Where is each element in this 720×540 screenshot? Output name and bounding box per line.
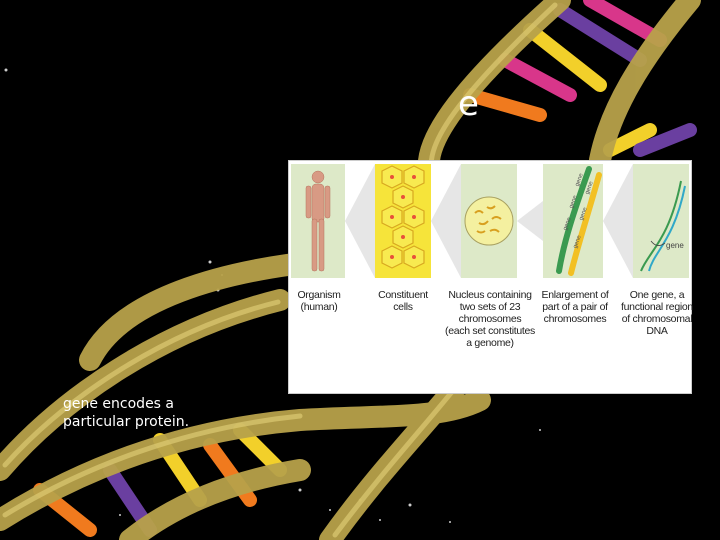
chromosome-gene-label: gene bbox=[572, 234, 583, 250]
organism-to-gene-figure: gene gene gene gene gene gene gene Organ… bbox=[288, 160, 693, 394]
slide-caption: gene encodes a particular protein. bbox=[63, 395, 189, 431]
chromosome-gene-label: gene bbox=[578, 206, 589, 222]
gene-label: gene bbox=[666, 241, 684, 250]
figure-panels-art bbox=[291, 164, 689, 278]
chromosome-gene-label: gene bbox=[584, 180, 595, 196]
chromosome-pair bbox=[556, 166, 602, 276]
nucleus-circle bbox=[464, 196, 514, 246]
panel-caption-gene: One gene, a functional region of chromos… bbox=[621, 289, 693, 337]
slide-title-fragment: e bbox=[458, 84, 479, 124]
chromosome-gene-label: gene bbox=[562, 216, 573, 232]
panel-caption-organism: Organism (human) bbox=[297, 289, 341, 313]
panel-caption-nucleus: Nucleus containing two sets of 23 chromo… bbox=[445, 289, 535, 349]
chromosome-gene-labels: gene gene gene gene gene gene bbox=[547, 173, 603, 273]
caption-line-1: gene encodes a bbox=[63, 396, 175, 412]
dna-double-helix bbox=[640, 180, 686, 272]
panel-caption-chromosomes: Enlargement of part of a pair of chromos… bbox=[541, 289, 609, 325]
panel-caption-cells: Constituent cells bbox=[378, 289, 428, 313]
caption-line-2: particular protein. bbox=[63, 414, 190, 430]
chromosome-gene-label: gene bbox=[568, 194, 579, 210]
human-figure-icon bbox=[305, 170, 331, 272]
